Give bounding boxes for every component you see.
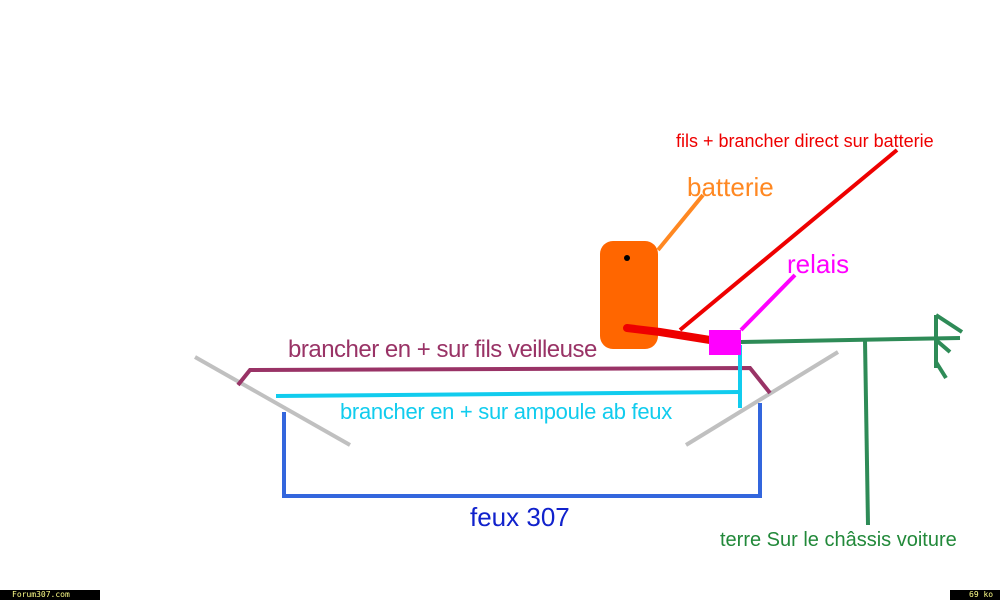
battery-terminal: [624, 255, 630, 261]
relay: [709, 330, 741, 355]
ampoule-wire: [275, 390, 741, 398]
label-relais: relais: [787, 249, 850, 279]
footer-size: 69 ko: [950, 590, 1000, 600]
battery-direct-wire: [678, 148, 899, 332]
headlight-left-edge: [194, 355, 351, 447]
label-fils-batterie: fils + brancher direct sur batterie: [676, 131, 934, 151]
ground-symbol-icon: [934, 313, 964, 380]
battery-pointer: [656, 193, 705, 252]
label-terre: terre Sur le châssis voiture: [720, 529, 957, 551]
label-veilleuse: brancher en + sur fils veilleuse: [288, 336, 597, 363]
ground-wire: [740, 336, 961, 344]
footer-site: Forum307.com: [0, 590, 100, 600]
battery: [600, 241, 658, 349]
ground-wire-drop: [863, 339, 870, 526]
label-feux: feux 307: [470, 502, 570, 532]
veilleuse-wire: [236, 365, 772, 395]
relay-pointer: [739, 273, 797, 332]
label-ampoule: brancher en + sur ampoule ab feux: [340, 399, 672, 424]
headlight-housing: [282, 403, 762, 498]
headlight-right-edge: [684, 350, 840, 447]
label-batterie: batterie: [687, 172, 774, 202]
battery-relay-wire: [623, 324, 714, 344]
